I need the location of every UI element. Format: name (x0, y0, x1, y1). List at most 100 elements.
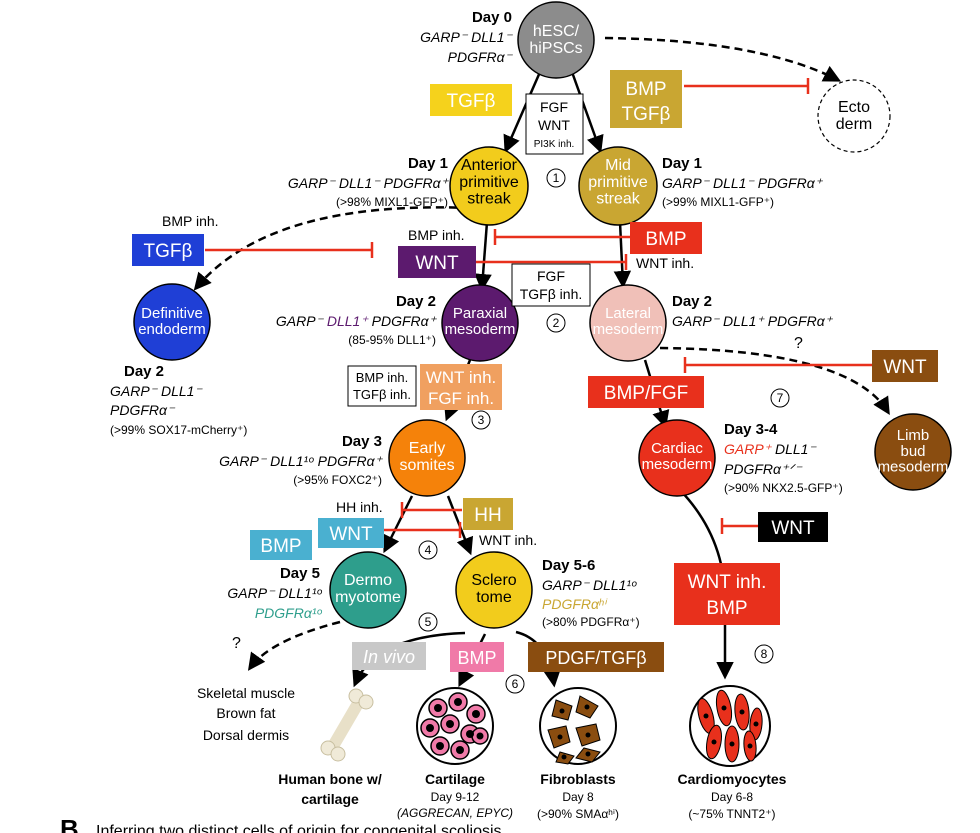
fate-skeletal: Skeletal muscle (197, 685, 295, 701)
bone-label-a: Human bone w/ (278, 771, 382, 787)
scl-markers-b: PDGFRαʰⁱ (542, 596, 608, 612)
day0-markers-b: PDGFRα⁻ (448, 49, 514, 65)
par-markers-b: DLL1⁺ (327, 313, 369, 329)
scl-markers-a: GARP⁻ DLL1¹ᵒ (542, 577, 637, 593)
step-numbers: 1 2 3 4 5 6 7 8 (418, 168, 790, 694)
de-pct: (>99% SOX17-mCherry⁺) (110, 423, 247, 437)
factor-fgf-wnt-b: WNT (538, 117, 570, 133)
mps-day: Day 1 (662, 155, 702, 172)
factor-wnt-limb: WNT (883, 357, 927, 378)
factor-bmp-cyan: BMP (260, 536, 301, 557)
bone-label-b: cartilage (301, 791, 359, 807)
section-b-text: Inferring two distinct cells of origin f… (96, 823, 502, 833)
factor-bmp-fgf: BMP/FGF (604, 383, 688, 404)
som-day: Day 3 (342, 433, 382, 450)
som-pct: (>95% FOXC2⁺) (293, 473, 382, 487)
de-day: Day 2 (124, 363, 164, 380)
step-4: 4 (425, 543, 432, 557)
dermo-day: Day 5 (280, 565, 320, 582)
arrow-mps-lateral (613, 221, 632, 289)
section-b-letter: B (60, 814, 79, 833)
cart-label: Cartilage (425, 771, 485, 787)
node-hesc-label: hESC/hiPSCs (529, 23, 582, 57)
aps-markers: GARP⁻ DLL1⁻ PDGFRα⁺ (288, 175, 450, 191)
qmark-dermo: ? (232, 635, 241, 652)
arrow-lateral-limb (659, 346, 890, 415)
cart-day: Day 9-12 (431, 790, 480, 804)
factor-fgf-wnt-a: FGF (540, 99, 568, 115)
factor-tgfb-de: TGFβ (144, 241, 193, 262)
annotations: Day 0 GARP⁻ DLL1⁻ PDGFRα⁻ Day 1 GARP⁻ DL… (60, 9, 843, 833)
card-markers-a: GARP⁺ (724, 441, 773, 457)
cardiomyocyte-illustration (689, 685, 771, 767)
lat-day: Day 2 (672, 293, 712, 310)
arrow-somites-dermo (383, 495, 414, 554)
node-hesc: hESC/hiPSCs (517, 1, 595, 79)
bmp-inh-mid: BMP inh. (408, 227, 465, 243)
card-pct: (>90% NKX2.5-GFP⁺) (724, 481, 843, 495)
card-markers-b: DLL1⁻ (771, 441, 817, 457)
factor-bmp-tgfb-a: BMP (625, 79, 666, 100)
dermo-markers-a: GARP⁻ DLL1¹ᵒ (227, 585, 322, 601)
wnt-inh-scl: WNT inh. (479, 532, 537, 548)
factor-wnt-cyan: WNT (329, 524, 373, 545)
card-day: Day 3-4 (724, 421, 778, 438)
dermo-markers-b: PDGFRα¹ᵒ (255, 605, 323, 621)
step-8: 8 (761, 647, 768, 661)
step-7: 7 (777, 391, 784, 405)
step-1: 1 (553, 171, 560, 185)
par-markers-c: PDGFRα⁺ (368, 313, 438, 329)
fate-brownfat: Brown fat (216, 705, 275, 721)
de-markers-a: GARP⁻ DLL1⁻ (110, 383, 203, 399)
bone-illustration (320, 688, 374, 762)
cartilage-illustration (416, 687, 494, 765)
card-markers-c: PDGFRα⁺ᐟ⁻ (724, 461, 803, 477)
arrow-dermo-fates (247, 620, 341, 671)
fate-dermis: Dorsal dermis (203, 727, 289, 743)
card-markers-line1: GARP⁺ DLL1⁻ (724, 441, 817, 457)
cart-markers: (AGGRECAN, EPYC) (397, 806, 513, 820)
arrow-hesc-mps (570, 71, 604, 154)
fibroblast-illustration (539, 687, 617, 765)
scl-day: Day 5-6 (542, 557, 595, 574)
fib-day: Day 8 (562, 790, 594, 804)
step-3: 3 (478, 413, 485, 427)
fib-pct: (>90% SMAαʰⁱ) (537, 807, 619, 821)
factor-fgf-wnt-c: PI3K inh. (534, 139, 575, 150)
step-6: 6 (512, 677, 519, 691)
factor-in-vivo: In vivo (363, 647, 415, 667)
bmp-inh-top: BMP inh. (162, 213, 219, 229)
arrow-hesc-ectoderm (604, 36, 842, 82)
factor-wnt-inh-bmp-a: WNT inh. (688, 572, 767, 593)
hh-inh: HH inh. (336, 499, 383, 515)
fib-label: Fibroblasts (540, 771, 616, 787)
factor-pdgf-tgfb: PDGF/TGFβ (545, 648, 646, 668)
factor-bmp-pink: BMP (457, 648, 496, 668)
de-markers-b: PDGFRα⁻ (110, 402, 176, 418)
factor-fgf-inh-orange: FGF inh. (428, 389, 494, 408)
factor-boxes: TGFβ BMP TGFβ FGF WNT PI3K inh. TGFβ BMP… (132, 70, 938, 672)
factor-tgfb-inh-box: TGFβ inh. (353, 387, 411, 402)
lat-markers: GARP⁻ DLL1⁺ PDGFRα⁺ (672, 313, 834, 329)
qmark-limb: ? (794, 335, 803, 352)
mps-pct: (>99% MIXL1-GFP⁺) (662, 195, 774, 209)
som-markers: GARP⁻ DLL1¹ᵒ PDGFRα⁺ (219, 453, 383, 469)
aps-day: Day 1 (408, 155, 448, 172)
arrow-hesc-aps (503, 71, 542, 154)
factor-wnt-black: WNT (771, 518, 815, 539)
step-5: 5 (425, 615, 432, 629)
